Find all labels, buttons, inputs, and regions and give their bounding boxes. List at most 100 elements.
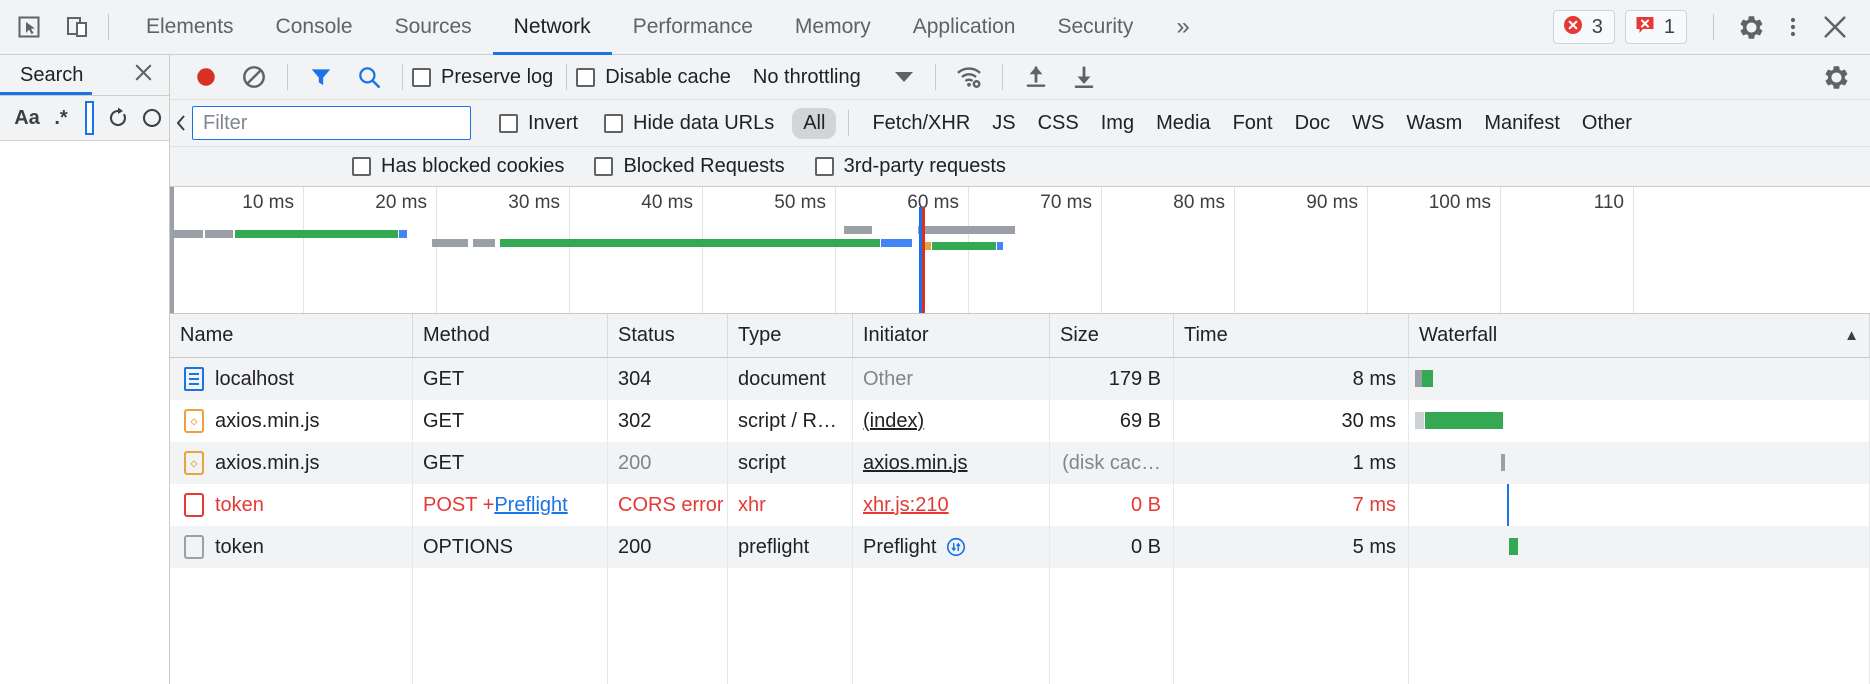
- initiator-link[interactable]: xhr.js:210: [863, 493, 949, 516]
- type-filter-img[interactable]: Img: [1100, 111, 1135, 134]
- more-tabs-button[interactable]: »: [1154, 0, 1211, 55]
- clear-icon[interactable]: [135, 99, 169, 137]
- wifi-gear-icon[interactable]: [945, 55, 993, 99]
- tab-console[interactable]: Console: [255, 0, 374, 55]
- tab-security[interactable]: Security: [1036, 0, 1154, 55]
- cell-name[interactable]: token: [170, 526, 413, 568]
- type-filter-manifest[interactable]: Manifest: [1484, 111, 1560, 134]
- filter-funnel-icon[interactable]: [297, 55, 345, 99]
- cell-name[interactable]: ◇axios.min.js: [170, 442, 413, 484]
- cell-name[interactable]: token: [170, 484, 413, 526]
- gear-icon[interactable]: [1812, 55, 1860, 99]
- empty-cell: [1174, 568, 1409, 684]
- overview-gridline: [569, 187, 570, 313]
- waterfall-bar: [1509, 538, 1518, 555]
- type-filter-font[interactable]: Font: [1232, 111, 1273, 134]
- overview-request-bar: [170, 230, 203, 238]
- search-results-area: [0, 141, 169, 684]
- type-filter-media[interactable]: Media: [1156, 111, 1211, 134]
- initiator-link[interactable]: (index): [863, 409, 925, 432]
- xhr-error-icon: [184, 493, 204, 517]
- clear-network-icon[interactable]: [230, 55, 278, 99]
- filter-input[interactable]: [192, 106, 471, 140]
- refresh-icon[interactable]: [101, 99, 135, 137]
- column-header-status[interactable]: Status: [608, 314, 728, 357]
- issues-count-badge[interactable]: 1: [1624, 10, 1687, 44]
- tab-performance[interactable]: Performance: [612, 0, 774, 55]
- invert-checkbox[interactable]: Invert: [499, 112, 578, 135]
- chevron-left-icon[interactable]: [170, 114, 192, 132]
- match-case-button[interactable]: Aa: [10, 99, 44, 137]
- column-header-initiator[interactable]: Initiator: [853, 314, 1050, 357]
- throttling-select[interactable]: No throttling: [753, 66, 913, 89]
- inspect-cursor-icon[interactable]: [14, 12, 44, 42]
- close-icon[interactable]: [1814, 6, 1856, 48]
- column-header-method[interactable]: Method: [413, 314, 608, 357]
- cell-initiator: (index): [853, 400, 1050, 442]
- preflight-link[interactable]: Preflight: [494, 493, 568, 516]
- type-filter-ws[interactable]: WS: [1352, 111, 1385, 134]
- type-filter-fetch-xhr[interactable]: Fetch/XHR: [872, 111, 971, 134]
- tab-elements[interactable]: Elements: [125, 0, 255, 55]
- overview-tick-label: 30 ms: [508, 192, 560, 213]
- tabbar-right-controls: 3 1: [1552, 6, 1870, 48]
- overview-gridline: [436, 187, 437, 313]
- cell-waterfall: [1409, 400, 1870, 442]
- tab-application[interactable]: Application: [892, 0, 1037, 55]
- cell-status: 302: [608, 400, 728, 442]
- cell-initiator: xhr.js:210: [853, 484, 1050, 526]
- device-toggle-icon[interactable]: [62, 12, 92, 42]
- tab-security-label: Security: [1057, 15, 1134, 38]
- blocked-requests-checkbox[interactable]: Blocked Requests: [594, 155, 785, 178]
- search-tab-label[interactable]: Search: [20, 63, 84, 86]
- type-filter-js[interactable]: JS: [992, 111, 1016, 134]
- record-button-icon[interactable]: [182, 55, 230, 99]
- has-blocked-cookies-checkbox[interactable]: Has blocked cookies: [352, 155, 564, 178]
- column-header-name[interactable]: Name: [170, 314, 413, 357]
- search-input[interactable]: [85, 101, 94, 135]
- overview-request-bar: [432, 239, 468, 247]
- type-filter-all[interactable]: All: [792, 107, 837, 139]
- error-count-label: 3: [1591, 15, 1603, 38]
- download-arrow-icon[interactable]: [1060, 55, 1108, 99]
- column-header-waterfall[interactable]: Waterfall▲: [1409, 314, 1870, 357]
- disable-cache-checkbox[interactable]: Disable cache: [576, 66, 731, 89]
- kebab-menu-icon[interactable]: [1772, 6, 1814, 48]
- type-filter-css[interactable]: CSS: [1037, 111, 1079, 134]
- upload-arrow-icon[interactable]: [1012, 55, 1060, 99]
- tab-sources[interactable]: Sources: [374, 0, 493, 55]
- type-filter-doc[interactable]: Doc: [1294, 111, 1331, 134]
- regex-button[interactable]: .*: [44, 99, 78, 137]
- close-icon[interactable]: [132, 61, 155, 89]
- initiator-link[interactable]: axios.min.js: [863, 451, 968, 474]
- preserve-log-checkbox[interactable]: Preserve log: [412, 66, 553, 89]
- cell-status: 200: [608, 526, 728, 568]
- type-filter-other[interactable]: Other: [1581, 111, 1632, 134]
- cell-name[interactable]: ◇axios.min.js: [170, 400, 413, 442]
- hide-data-urls-checkbox[interactable]: Hide data URLs: [604, 112, 774, 135]
- cell-method: OPTIONS: [413, 526, 608, 568]
- third-party-requests-checkbox[interactable]: 3rd-party requests: [814, 155, 1006, 178]
- type-filter-wasm[interactable]: Wasm: [1406, 111, 1463, 134]
- cell-name[interactable]: localhost: [170, 358, 413, 400]
- gear-icon[interactable]: [1730, 6, 1772, 48]
- column-header-size[interactable]: Size: [1050, 314, 1174, 357]
- tab-network[interactable]: Network: [492, 0, 612, 55]
- cell-size: 0 B: [1050, 526, 1174, 568]
- preserve-log-label: Preserve log: [441, 65, 554, 88]
- search-icon[interactable]: [345, 55, 393, 99]
- column-header-time[interactable]: Time: [1174, 314, 1409, 357]
- cell-waterfall: [1409, 484, 1870, 526]
- overview-gridline: [1500, 187, 1501, 313]
- tab-memory[interactable]: Memory: [774, 0, 892, 55]
- has-blocked-cookies-box: [352, 157, 371, 176]
- overview-gridline: [835, 187, 836, 313]
- column-header-type[interactable]: Type: [728, 314, 853, 357]
- error-count-badge[interactable]: 3: [1552, 10, 1615, 44]
